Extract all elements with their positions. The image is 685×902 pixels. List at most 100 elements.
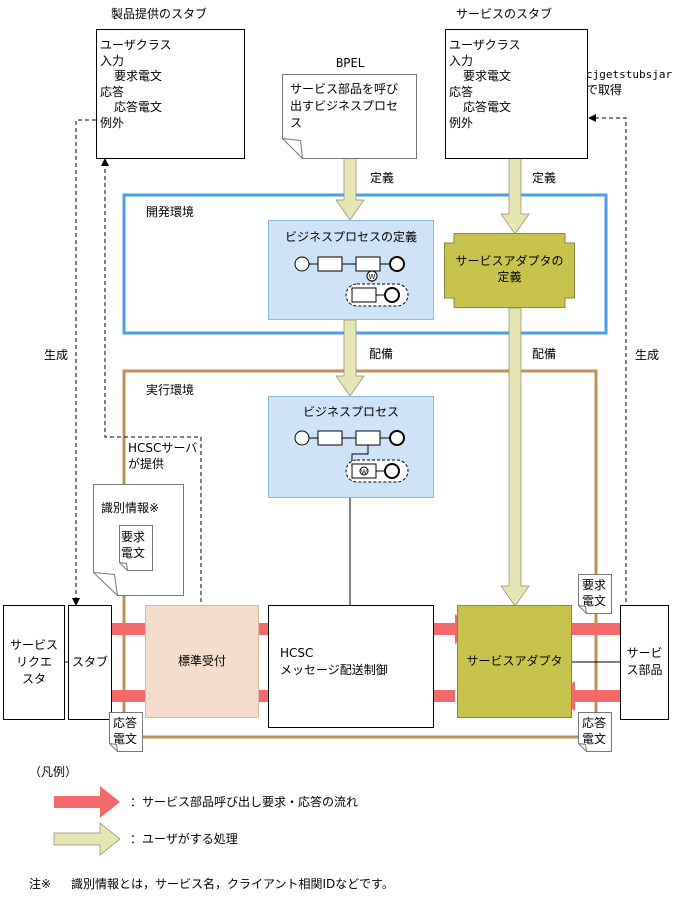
stub-acquire-note: で取得 <box>586 83 623 97</box>
runtime-env-label: 実行環境 <box>146 383 195 397</box>
ident-info-title: 識別情報※ <box>101 501 160 515</box>
service-adapter-label: サービスアダプタ <box>466 654 563 668</box>
service-stub-line: 入力 <box>449 53 474 68</box>
hcsc-delivery-box <box>268 605 434 728</box>
request-arrow-3 <box>562 614 643 644</box>
hcsc-delivery-line1: HCSC <box>280 646 314 660</box>
deploy-arrow-right <box>500 307 530 607</box>
deploy-label-left: 配備 <box>369 347 394 361</box>
bpel-note-text: サービス部品を呼び 出すビジネスプロセ ス <box>290 81 398 132</box>
footnote-mark: 注※ <box>29 877 52 891</box>
service-stub-title: サービスのスタブ <box>456 7 553 21</box>
service-stub-line: 応答 <box>449 84 474 99</box>
stub-acquire-command: cjgetstubsjar <box>586 68 673 81</box>
service-stub-line: 要求電文 <box>463 69 512 83</box>
dev-env-label: 開発環境 <box>146 205 195 219</box>
response-arrow-1 <box>556 681 640 711</box>
hcsc-provide-line1: HCSCサーバ <box>128 441 198 455</box>
footnote-text: 識別情報とは，サービス名，クライアント相関IDなどです。 <box>71 877 394 891</box>
bpel-label: BPEL <box>336 56 365 70</box>
bpel-note-line: サービス部品を呼び <box>290 82 399 96</box>
hcsc-provide-dashed-line <box>104 162 202 602</box>
deploy-label-right: 配備 <box>532 347 557 361</box>
bpel-document-outline <box>282 74 417 159</box>
bp-service-node <box>359 466 369 476</box>
ident-info-fold <box>93 572 118 596</box>
bp-activity-1 <box>317 430 343 446</box>
bp-def-end-node <box>389 256 405 272</box>
response-message-doc-right <box>578 712 612 752</box>
stub-label: スタブ <box>71 655 108 669</box>
product-stub-content: ユーザクラス 入力 要求電文 応答 応答電文 例外 <box>100 38 172 131</box>
bp-def-invoke-activity <box>351 287 377 303</box>
response-message-doc-right-line1: 応答 <box>582 716 607 730</box>
bp-flow-icon: W <box>294 430 409 483</box>
define-arrow-left <box>335 157 365 221</box>
svg-text:W: W <box>361 469 367 476</box>
generate-right-dashed-line <box>592 117 627 602</box>
bp-def-invoke-end-node <box>384 287 400 303</box>
bp-def-activity-2 <box>355 256 381 272</box>
service-stub-line: 例外 <box>449 115 474 130</box>
bp-activity-2 <box>355 430 381 446</box>
service-part-line1: サービ <box>626 646 663 660</box>
bpel-document-shape <box>282 74 417 159</box>
generate-right-arrowhead <box>588 114 596 122</box>
service-stub-line: 応答電文 <box>463 100 512 114</box>
sa-definition-outline <box>444 233 575 308</box>
bp-definition-title: ビジネスプロセスの定義 <box>284 230 417 244</box>
bp-box <box>268 396 434 498</box>
sa-definition-title-line1: サービスアダプタの <box>455 254 564 268</box>
bp-def-activity-1 <box>317 256 343 272</box>
service-stub-content: ユーザクラス 入力 要求電文 応答 応答電文 例外 <box>449 38 521 131</box>
product-stub-line: 応答電文 <box>114 100 163 114</box>
bpel-document-fold <box>282 138 303 159</box>
generate-left-arrowhead <box>72 598 80 606</box>
product-stub-line: 要求電文 <box>114 69 163 83</box>
legend-title: （凡例） <box>29 765 78 779</box>
hcsc-provide-arrowhead <box>101 158 109 166</box>
ident-req-doc-fold <box>119 562 128 571</box>
standard-reception-label: 標準受付 <box>177 654 226 668</box>
bpel-note-line: 出すビジネスプロセ <box>290 99 399 113</box>
legend-red-description: ：サービス部品呼び出し要求・応答の流れ <box>130 795 359 809</box>
bp-end-node <box>389 430 405 446</box>
service-requester-line2: リクエ <box>15 655 52 669</box>
ident-info-document <box>93 484 184 596</box>
stub-box <box>68 605 112 720</box>
bp-def-start-node <box>294 256 310 272</box>
standard-reception-box <box>145 605 259 718</box>
service-adapter-box <box>457 605 572 718</box>
define-label-left: 定義 <box>370 171 395 185</box>
response-message-doc-left-line1: 応答 <box>113 716 138 730</box>
ident-req-doc-line1: 要求 <box>121 530 146 544</box>
generate-label-left: 生成 <box>44 348 69 362</box>
legend-yellow-arrow <box>53 822 121 856</box>
sa-definition-title-line2: 定義 <box>497 270 522 284</box>
ident-req-doc-line2: 電文 <box>121 546 146 560</box>
service-requester-box <box>3 605 65 720</box>
product-stub-line: 例外 <box>100 115 125 130</box>
generate-label-right: 生成 <box>635 348 660 362</box>
define-label-right: 定義 <box>532 171 557 185</box>
response-message-doc-left <box>109 712 143 752</box>
bp-def-service-node <box>366 270 378 282</box>
svg-text:W: W <box>369 273 376 281</box>
response-message-doc-left-line2: 電文 <box>113 732 138 746</box>
legend-yellow-description: ：ユーザがする処理 <box>130 832 238 846</box>
bp-title: ビジネスプロセス <box>302 405 399 419</box>
service-requester-line1: サービス <box>9 638 58 652</box>
service-part-box <box>620 605 669 720</box>
sa-definition-shape <box>444 233 575 308</box>
service-stub-line: ユーザクラス <box>449 38 521 52</box>
product-stub-title: 製品提供のスタブ <box>111 7 208 21</box>
bp-definition-flow-icon: W <box>294 256 409 307</box>
legend-red-arrow <box>54 786 120 818</box>
request-message-doc-right-line1: 要求 <box>582 578 607 592</box>
service-requester-line3: スタ <box>21 672 46 686</box>
bpel-note-line: ス <box>290 116 303 130</box>
bp-start-node <box>294 430 310 446</box>
service-part-line2: ス部品 <box>626 663 663 677</box>
product-stub-line: 入力 <box>100 53 125 68</box>
product-stub-line: ユーザクラス <box>100 38 172 52</box>
